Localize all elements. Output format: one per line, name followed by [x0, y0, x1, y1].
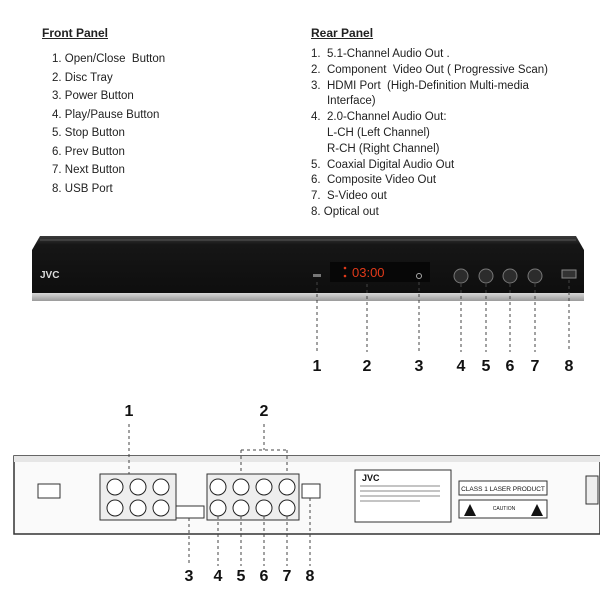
usb-port-icon: [561, 269, 577, 279]
stop-button: [478, 268, 494, 284]
rear-callout-number: 1: [124, 403, 134, 420]
rear-callout-number: 6: [259, 568, 269, 585]
rear-vent: [37, 483, 61, 499]
caution-label: CAUTION: [493, 506, 516, 512]
rear-panel-item: Interface): [311, 95, 376, 108]
rear-panel-item: 8. Optical out: [311, 205, 379, 218]
hdmi-port-icon: [175, 505, 205, 519]
rear-callout-number: 3: [184, 568, 194, 585]
front-buttons: [453, 268, 543, 284]
front-callout-lines: [316, 280, 570, 352]
rear-callout-number: 4: [213, 568, 223, 585]
front-panel-item: 5. Stop Button: [52, 127, 125, 139]
caution-label-box: [458, 499, 548, 519]
rear-panel-item: 6. Composite Video Out: [311, 174, 437, 187]
front-callout-number: 1: [312, 358, 322, 375]
display-indicator-icon: [343, 266, 347, 270]
rear-callout-number: 8: [305, 568, 315, 585]
front-callout-number: 7: [530, 358, 540, 375]
front-callout-number: 2: [362, 358, 372, 375]
next-button: [527, 268, 543, 284]
display-indicator-icon: [343, 274, 347, 278]
rear-panel-heading: Rear Panel: [311, 26, 374, 40]
front-brand-logo: JVC: [40, 270, 59, 281]
rear-panel-item: 1. 5.1-Channel Audio Out .: [311, 48, 450, 60]
rear-top-callout-lines: [128, 424, 288, 474]
optical-port-icon: [301, 483, 321, 499]
rear-callout-number: 5: [236, 568, 246, 585]
warning-triangle-icon: [531, 504, 543, 516]
front-callout-number: 5: [481, 358, 491, 375]
rear-bottom-callout-lines: [188, 498, 311, 566]
front-player: JVC 03:00: [32, 236, 584, 301]
rear-vent: [585, 475, 599, 505]
front-panel-item: 7. Next Button: [52, 164, 125, 176]
front-display-digits: 03:00: [352, 265, 385, 280]
laser-label: CLASS 1 LASER PRODUCT: [461, 486, 545, 493]
front-panel-item: 8. USB Port: [52, 182, 113, 195]
front-callout-number: 4: [456, 358, 466, 375]
power-icon: [416, 273, 422, 279]
front-panel-item: 4. Play/Pause Button: [52, 108, 160, 121]
rear-panel-item: L-CH (Left Channel): [311, 126, 430, 139]
front-callout-number: 6: [505, 358, 515, 375]
rear-callout-number: 7: [282, 568, 292, 585]
rear-brand-logo: JVC: [362, 473, 380, 483]
front-panel-heading: Front Panel: [42, 26, 109, 40]
laser-label-box: [458, 480, 548, 496]
front-panel-item: 3. Power Button: [52, 90, 134, 102]
front-panel-item: 1. Open/Close Button: [52, 53, 166, 65]
rear-panel-item: 7. S-Video out: [311, 190, 387, 203]
front-callout-number: 3: [414, 358, 424, 375]
front-display-panel: [330, 262, 430, 282]
rear-panel-item: 3. HDMI Port (High-Definition Multi-medi…: [311, 79, 529, 92]
front-callout-number: 8: [564, 358, 574, 375]
front-panel-list: 1. Open/Close Button 2. Disc Tray 3. Pow…: [52, 50, 165, 198]
warning-triangle-icon: [464, 504, 476, 516]
play-pause-button: [453, 268, 469, 284]
rear-panel-item: 4. 2.0-Channel Audio Out:: [311, 111, 447, 124]
eject-icon: [313, 274, 321, 277]
front-panel-item: 6. Prev Button: [52, 145, 125, 158]
rear-callout-number: 2: [259, 403, 269, 420]
rear-panel-item: 2. Component Video Out ( Progressive Sca…: [311, 63, 548, 76]
rear-player: JVC CLASS 1 LASER PRODUCT CAUTION: [13, 455, 600, 535]
rear-panel-item: R-CH (Right Channel): [311, 142, 440, 155]
rear-panel-list: 1. 5.1-Channel Audio Out . 2. Component …: [311, 47, 548, 221]
prev-button: [502, 268, 518, 284]
rear-panel-item: 5. Coaxial Digital Audio Out: [311, 158, 455, 171]
front-panel-item: 2. Disc Tray: [52, 71, 113, 84]
